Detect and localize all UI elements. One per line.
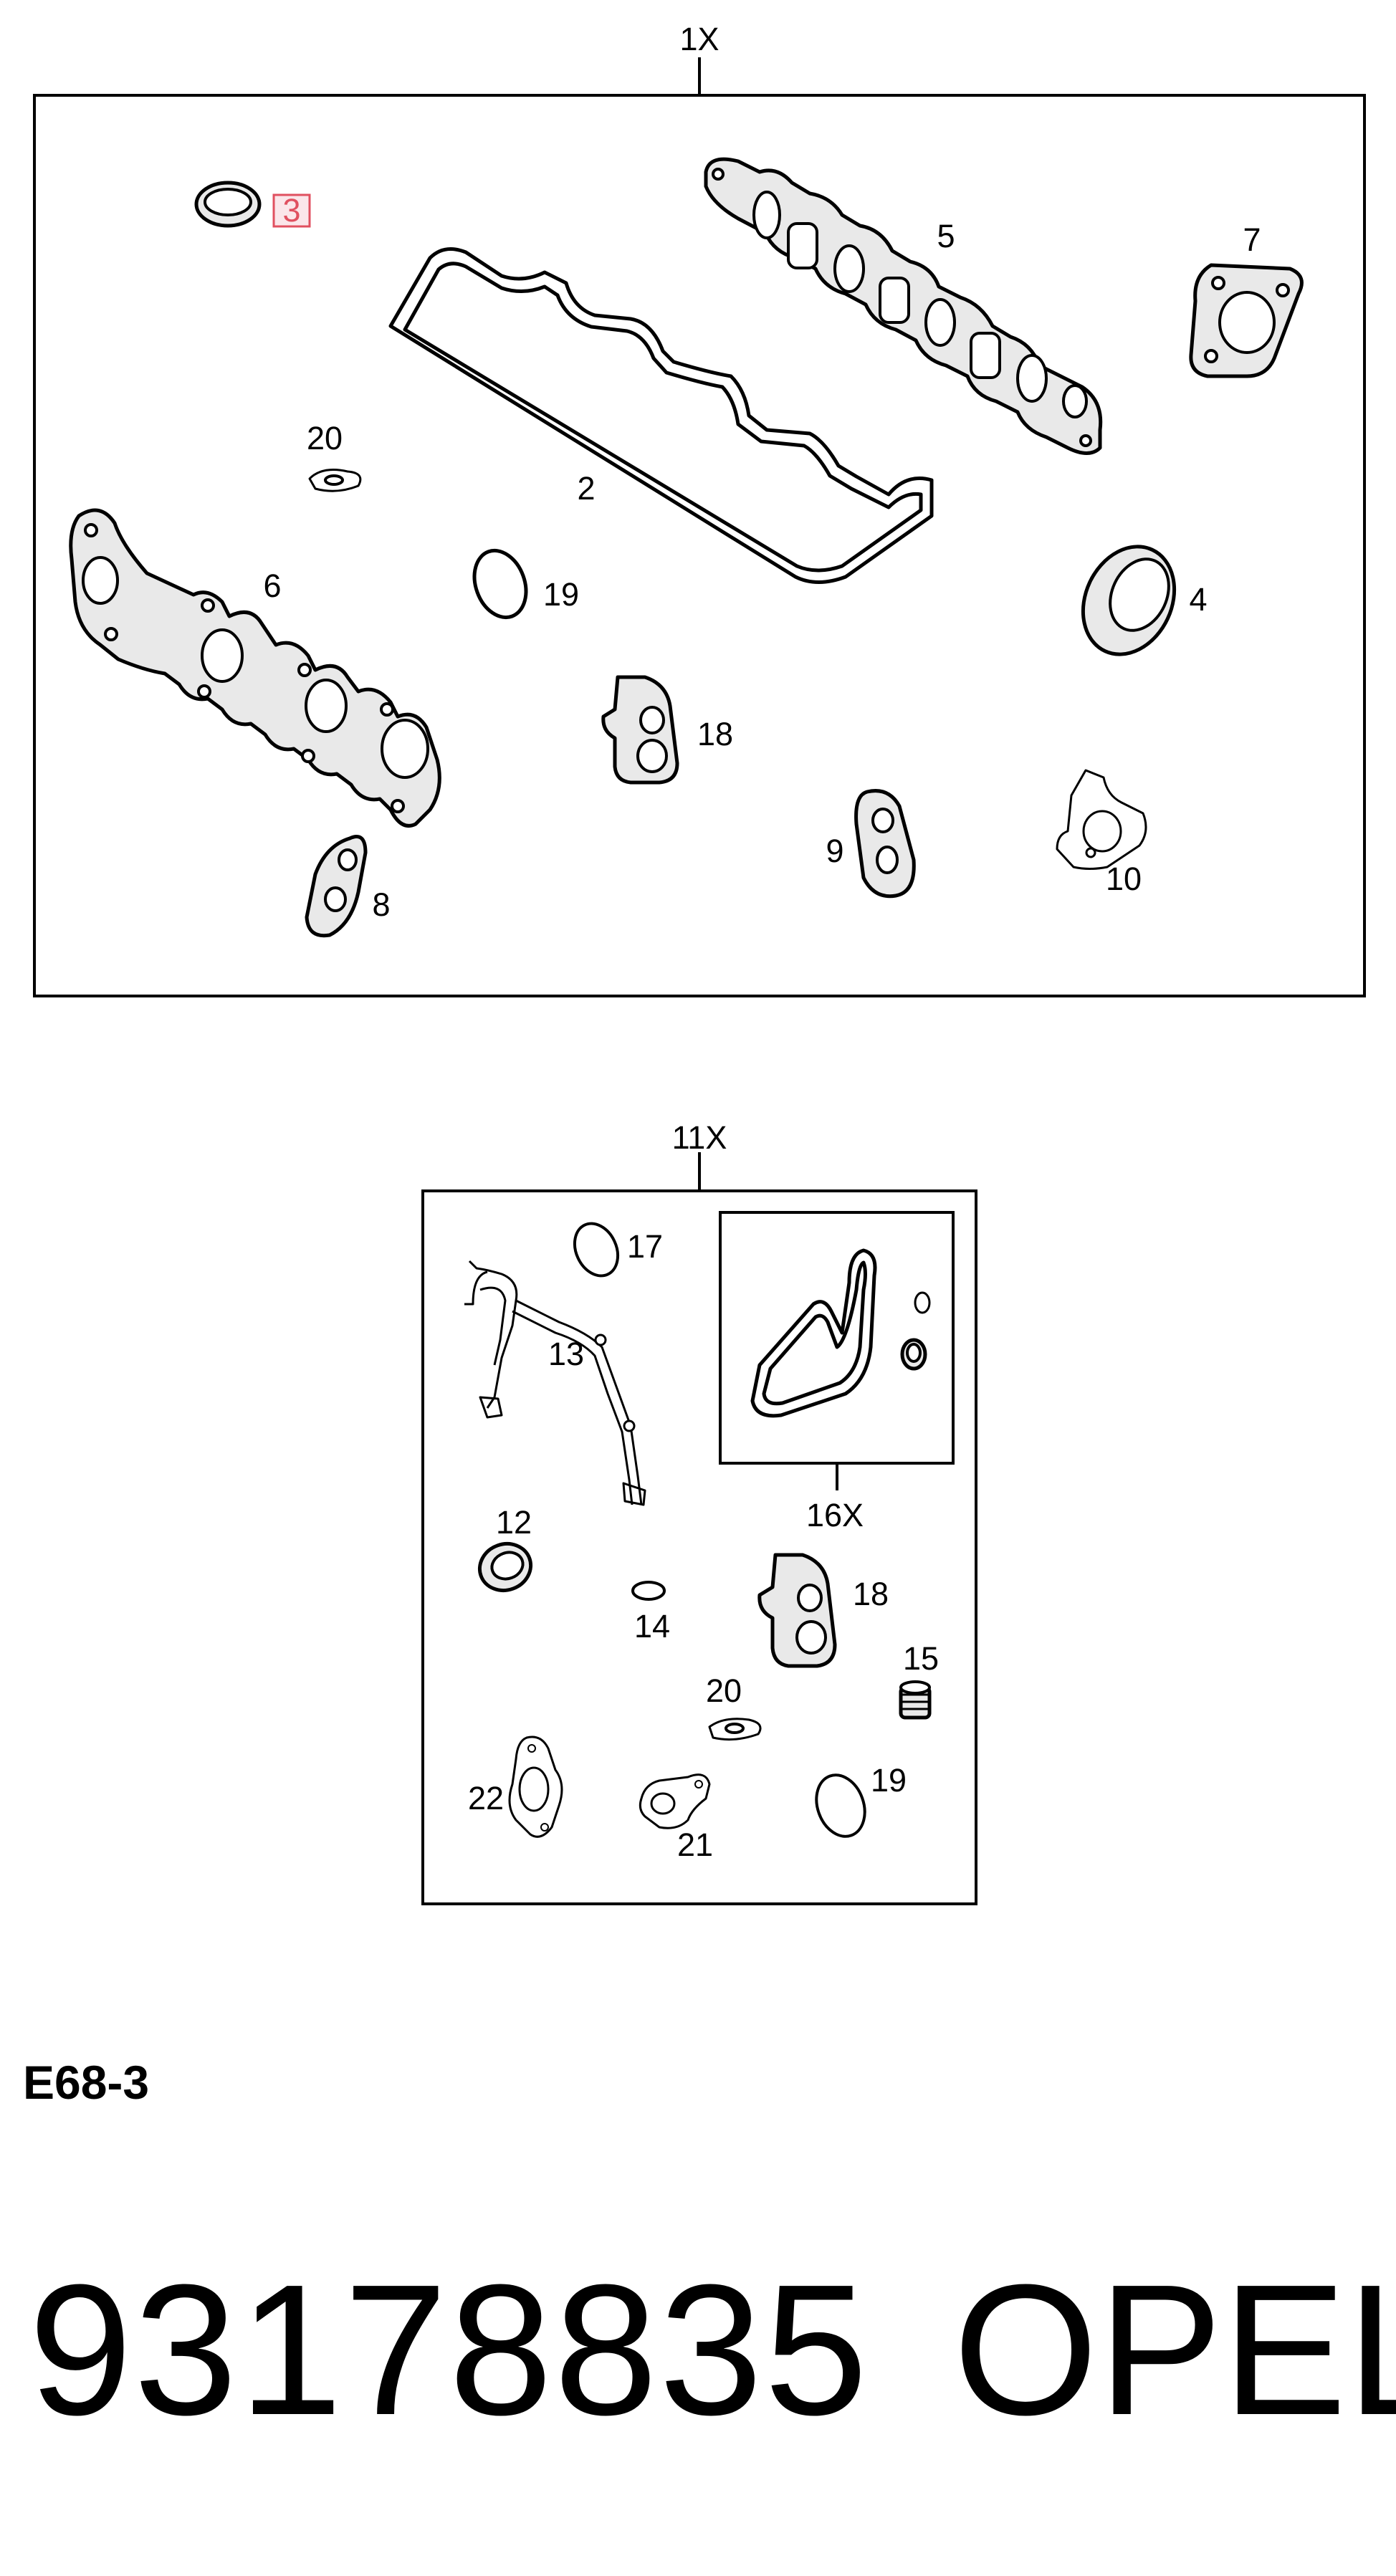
callout-19-top: 19 [543,576,579,613]
kit-11x-group: 11X [421,1119,977,1905]
part-10-gasket[interactable]: 10 [1056,769,1147,897]
part-12-seal[interactable]: 12 [473,1504,537,1597]
part-9-gasket[interactable]: 9 [826,789,916,899]
part-7-flange-gasket[interactable]: 7 [1189,221,1304,378]
kit-11x-label: 11X [672,1119,727,1156]
callout-2: 2 [577,470,595,507]
callout-12: 12 [496,1504,532,1541]
kit-16x-label: 16X [806,1497,864,1533]
part-20-small-gasket[interactable]: 20 [307,420,362,492]
part-21-gasket[interactable]: 21 [639,1773,713,1863]
part-15-plug[interactable]: 15 [899,1640,939,1720]
callout-3-highlight [272,193,311,228]
callout-22: 22 [468,1780,504,1816]
part-8-gasket[interactable]: 8 [305,835,391,938]
part-6-exhaust-manifold-gasket[interactable]: 6 [69,508,441,828]
callout-9: 9 [826,833,843,869]
part-number: 93178835 [29,2246,869,2454]
brand-name: OPEL [953,2246,1396,2454]
callout-20-top: 20 [307,420,343,456]
part-18-gasket[interactable]: 18 [601,675,733,785]
callout-8: 8 [372,886,390,923]
callout-7: 7 [1243,221,1261,258]
kit-16x-frame [719,1211,955,1465]
kit-1x-frame [33,94,1366,997]
kit-16x-group: 16X [719,1211,955,1533]
callout-20-kit: 20 [706,1672,742,1709]
callout-15: 15 [903,1640,939,1677]
part-20-small-gasket-kit[interactable]: 20 [706,1672,762,1741]
callout-21: 21 [677,1826,713,1863]
kit-1x-group: 1X [33,21,1366,997]
part-19-o-ring[interactable]: 19 [466,543,579,624]
part-3-seal-ring[interactable]: 3 [194,181,311,229]
callout-18-top: 18 [697,716,733,752]
callout-14: 14 [634,1608,670,1644]
kit-1x-label: 1X [679,21,719,57]
callout-18-kit: 18 [853,1576,889,1612]
callout-17: 17 [627,1228,663,1265]
callout-6: 6 [263,568,281,604]
callout-13: 13 [548,1336,584,1372]
callout-10: 10 [1106,861,1142,897]
part-14-o-ring[interactable]: 14 [631,1581,670,1644]
part-22-gasket[interactable]: 22 [468,1735,563,1838]
part-19-o-ring-kit[interactable]: 19 [808,1762,907,1843]
callout-5: 5 [937,218,955,254]
part-5-intake-manifold-gasket[interactable]: 5 [704,157,1103,455]
part-18-gasket-kit[interactable]: 18 [757,1553,889,1668]
part-13-timing-cover-gasket[interactable]: 13 [464,1260,646,1506]
callout-19-kit: 19 [871,1762,907,1799]
part-4-crankshaft-seal[interactable]: 4 [1066,532,1208,669]
diagram-code: E68-3 [23,2056,150,2109]
part-17-o-ring[interactable]: 17 [567,1217,663,1283]
part-2-valve-cover-gasket[interactable]: 2 [388,247,934,584]
callout-4: 4 [1189,581,1207,618]
callout-3: 3 [282,192,300,229]
